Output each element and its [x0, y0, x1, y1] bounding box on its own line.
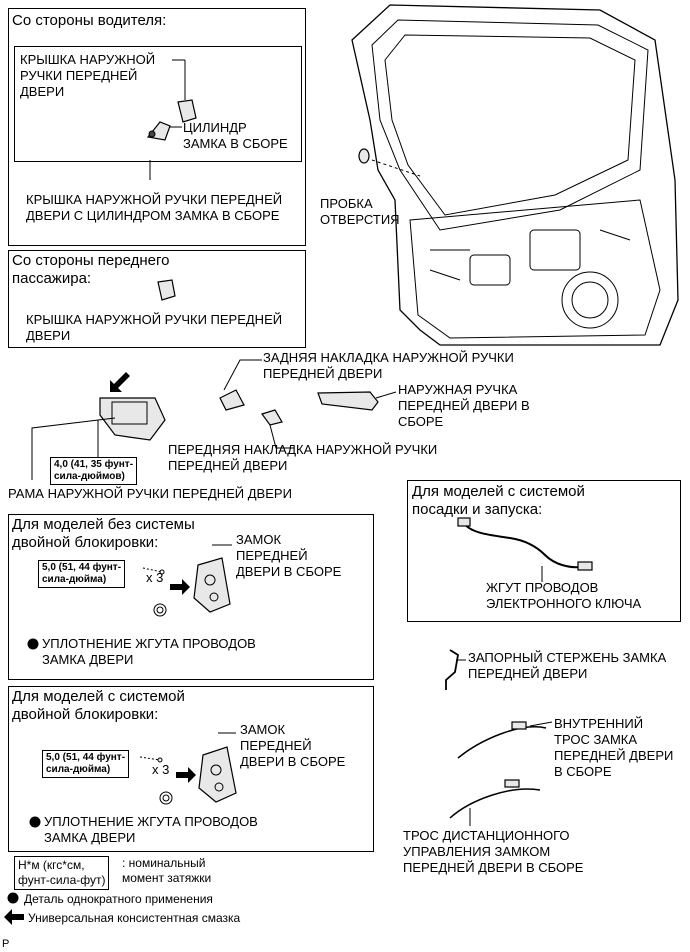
driver-side-heading: Со стороны водителя:: [12, 12, 167, 29]
passenger-side-panel: [8, 250, 306, 348]
no-double-lock-panel: [8, 514, 374, 680]
legend-torque-unit: Н*м (кгс*см, фунт-сила-фут): [14, 856, 110, 890]
hole-plug-label: ПРОБКА ОТВЕРСТИЯ: [320, 196, 400, 227]
front-pad-label: ПЕРЕДНЯЯ НАКЛАДКА НАРУЖНОЙ РУЧКИ ПЕРЕДНЕ…: [168, 442, 438, 473]
legend-torque-desc: : номинальный момент затяжки: [122, 856, 212, 885]
legend-non-reusable: Деталь однократного применения: [24, 892, 213, 906]
bolt-quantity: x 3: [152, 762, 170, 777]
lock-assembly-label: ЗАМОК ПЕРЕДНЕЙ ДВЕРИ В СБОРЕ: [240, 722, 346, 769]
frame-label: РАМА НАРУЖНОЙ РУЧКИ ПЕРЕДНЕЙ ДВЕРИ: [8, 486, 292, 501]
lock-assembly-label: ЗАМОК ПЕРЕДНЕЙ ДВЕРИ В СБОРЕ: [236, 532, 342, 579]
legend-grease: Универсальная консистентная смазка: [28, 911, 241, 925]
lock-seal-label: УПЛОТНЕНИЕ ЖГУТА ПРОВОДОВ ЗАМКА ДВЕРИ: [44, 814, 258, 845]
non-reusable-icon: [7, 892, 19, 904]
frame-torque-spec: 4,0 (41, 35 фунт- сила-дюймов): [50, 457, 138, 485]
lock-rod-label: ЗАПОРНЫЙ СТЕРЖЕНЬ ЗАМКА ПЕРЕДНЕЙ ДВЕРИ: [468, 650, 667, 681]
remote-cable-label: ТРОС ДИСТАНЦИОННОГО УПРАВЛЕНИЯ ЗАМКОМ ПЕ…: [403, 828, 584, 875]
front-pad-part: [261, 409, 294, 449]
grease-arrow-icon: [4, 909, 24, 925]
remote-cable-part: [449, 779, 541, 826]
lock-rod-part: [445, 649, 466, 690]
inside-cable-part: [457, 721, 553, 759]
driver-cover-label: КРЫШКА НАРУЖНОЙ РУЧКИ ПЕРЕДНЕЙ ДВЕРИ: [20, 52, 156, 99]
front-door-panel: [351, 4, 679, 346]
double-lock-heading: Для моделей с системой двойной блокировк…: [12, 688, 185, 723]
driver-side-panel: [8, 8, 306, 246]
outside-handle-label: НАРУЖНАЯ РУЧКА ПЕРЕДНЕЙ ДВЕРИ В СБОРЕ: [398, 382, 530, 429]
no-double-lock-heading: Для моделей без системы двойной блокиров…: [12, 516, 195, 551]
passenger-cover-part: [157, 279, 176, 301]
driver-cover-part: [172, 59, 197, 123]
rear-pad-part: [219, 359, 262, 411]
driver-side-inner-box: [14, 46, 302, 162]
outside-handle-part: [317, 391, 397, 411]
lock-torque-spec: 5,0 (51, 44 фунт- сила-дюйма): [42, 750, 130, 778]
lock-torque-spec: 5,0 (51, 44 фунт- сила-дюйма): [38, 560, 126, 588]
double-lock-panel: [8, 686, 374, 852]
smart-key-wire-part: [457, 517, 593, 582]
rear-pad-label: ЗАДНЯЯ НАКЛАДКА НАРУЖНОЙ РУЧКИ ПЕРЕДНЕЙ …: [263, 350, 514, 381]
smart-key-wire-label: ЖГУТ ПРОВОДОВ ЭЛЕКТРОННОГО КЛЮЧА: [486, 580, 642, 611]
footer-mark: P: [2, 938, 10, 950]
lock-seal-label: УПЛОТНЕНИЕ ЖГУТА ПРОВОДОВ ЗАМКА ДВЕРИ: [42, 636, 256, 667]
lock-cylinder-part: [146, 121, 182, 141]
passenger-side-heading: Со стороны переднего пассажира:: [12, 252, 170, 287]
bolt-quantity: x 3: [146, 570, 164, 585]
inside-cable-label: ВНУТРЕННИЙ ТРОС ЗАМКА ПЕРЕДНЕЙ ДВЕРИ В С…: [554, 716, 674, 779]
lock-assembly-part: [29, 732, 237, 828]
hole-plug-icon: [358, 148, 370, 164]
driver-assembly-label: КРЫШКА НАРУЖНОЙ РУЧКИ ПЕРЕДНЕЙ ДВЕРИ С Ц…: [26, 192, 283, 223]
smart-key-heading: Для моделей с системой посадки и запуска…: [412, 483, 585, 518]
smart-key-panel: [407, 480, 681, 622]
lock-assembly-part: [27, 544, 232, 650]
handle-frame-part: [31, 372, 166, 480]
passenger-cover-label: КРЫШКА НАРУЖНОЙ РУЧКИ ПЕРЕДНЕЙ ДВЕРИ: [26, 312, 283, 343]
cylinder-label: ЦИЛИНДР ЗАМКА В СБОРЕ: [183, 120, 288, 151]
